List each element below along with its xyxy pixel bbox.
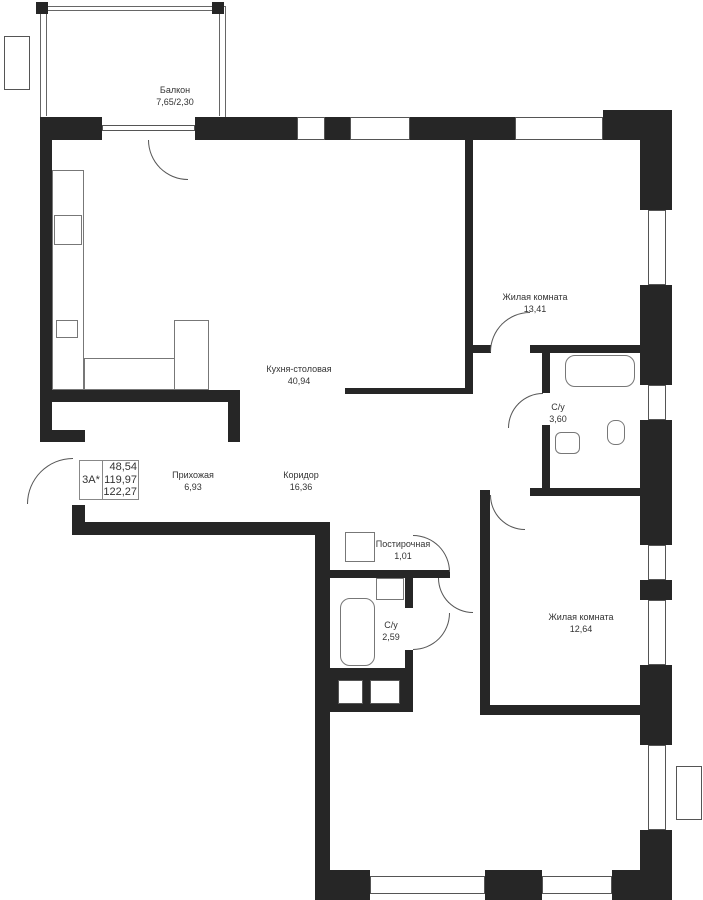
- window: [370, 876, 485, 894]
- room-area: 12,64: [569, 624, 593, 634]
- window: [515, 117, 603, 140]
- window: [648, 385, 666, 420]
- wall: [640, 117, 672, 210]
- shaft: [338, 680, 363, 704]
- room-label-kitchen: Кухня-столовая 40,94: [239, 363, 359, 387]
- wall: [640, 285, 672, 385]
- room-label-bathroom1: С/у 3,60: [498, 401, 618, 425]
- window: [648, 600, 666, 665]
- total-with-balcony: 122,27: [103, 486, 137, 498]
- wall: [542, 425, 550, 495]
- wall: [465, 140, 473, 393]
- wall: [228, 390, 240, 442]
- bathtub-icon: [340, 598, 375, 666]
- room-area: 13,41: [523, 304, 547, 314]
- room-label-hall: Прихожая 6,93: [133, 469, 253, 493]
- entrance-door[interactable]: [27, 458, 73, 504]
- room-label-laundry: Постирочная 1,01: [343, 538, 463, 562]
- room-label-bedroom1: Жилая комната 13,41: [475, 291, 595, 315]
- wall: [530, 488, 640, 496]
- room-area: 7,65/2,30: [156, 97, 194, 107]
- room-label-bedroom2: Жилая комната 12,64: [521, 611, 641, 635]
- balcony-door: [102, 125, 195, 131]
- wall: [315, 570, 450, 578]
- toilet-icon: [607, 420, 625, 445]
- wall: [530, 345, 640, 353]
- wall: [480, 490, 490, 712]
- washbasin-icon: [376, 578, 404, 600]
- apartment-info-box: 3А* 48,54 119,97 122,27: [79, 460, 139, 500]
- bedroom2-door[interactable]: [490, 495, 525, 530]
- balcony-post: [36, 2, 48, 14]
- room-area: 2,59: [382, 632, 400, 642]
- wall: [40, 117, 102, 140]
- window: [648, 545, 666, 580]
- window: [297, 117, 325, 140]
- wall: [405, 650, 413, 675]
- window: [542, 876, 612, 894]
- wall: [405, 578, 413, 608]
- window: [648, 210, 666, 285]
- wall: [325, 117, 350, 140]
- balcony-post: [212, 2, 224, 14]
- apartment-type: 3А*: [80, 461, 103, 499]
- balcony-outline: [40, 6, 226, 118]
- room-area: 16,36: [289, 482, 313, 492]
- wall: [480, 705, 640, 715]
- total-area: 119,97: [104, 473, 137, 486]
- room-name: Жилая комната: [502, 292, 568, 302]
- room-area: 40,94: [287, 376, 311, 386]
- room-name: Жилая комната: [548, 612, 614, 622]
- room-name: Коридор: [283, 470, 319, 480]
- wall: [40, 117, 52, 442]
- kitchen-counter: [52, 170, 84, 390]
- shaft: [370, 680, 400, 704]
- living-area: 48,54: [109, 461, 137, 473]
- room-name: С/у: [384, 620, 398, 630]
- room-name: Прихожая: [172, 470, 214, 480]
- wall: [640, 580, 672, 600]
- wall: [315, 668, 413, 676]
- balcony-inner: [46, 10, 220, 116]
- window: [648, 745, 666, 830]
- washing-machine-icon: [345, 532, 375, 562]
- wall: [473, 345, 491, 353]
- room-name: Постирочная: [375, 539, 431, 549]
- room-name: С/у: [551, 402, 565, 412]
- room-label-corridor: Коридор 16,36: [241, 469, 361, 493]
- wall: [40, 430, 85, 442]
- sink-icon: [56, 320, 78, 338]
- balcony-door-swing[interactable]: [148, 140, 188, 180]
- room-area: 3,60: [549, 414, 567, 424]
- wall: [640, 665, 672, 745]
- room-area: 6,93: [184, 482, 202, 492]
- wall: [72, 522, 330, 535]
- wall: [485, 870, 542, 900]
- room-label-balcony: Балкон 7,65/2,30: [115, 84, 235, 108]
- wall: [542, 345, 550, 393]
- bedroom1-door[interactable]: [490, 312, 530, 352]
- bathtub-icon: [565, 355, 635, 387]
- radiator-icon: [4, 36, 30, 90]
- wall: [40, 390, 240, 402]
- stove-icon: [54, 215, 82, 245]
- wall: [345, 388, 473, 394]
- corridor-door[interactable]: [438, 578, 473, 613]
- room-label-bathroom2: С/у 2,59: [331, 619, 451, 643]
- fridge: [174, 320, 209, 390]
- room-area: 1,01: [394, 551, 412, 561]
- wall: [195, 117, 297, 140]
- window: [350, 117, 410, 140]
- wall: [640, 420, 672, 545]
- radiator-icon: [676, 766, 702, 820]
- room-name: Кухня-столовая: [266, 364, 332, 374]
- room-name: Балкон: [159, 85, 191, 95]
- wall: [612, 870, 672, 900]
- washbasin-icon: [555, 432, 580, 454]
- wall: [410, 117, 515, 140]
